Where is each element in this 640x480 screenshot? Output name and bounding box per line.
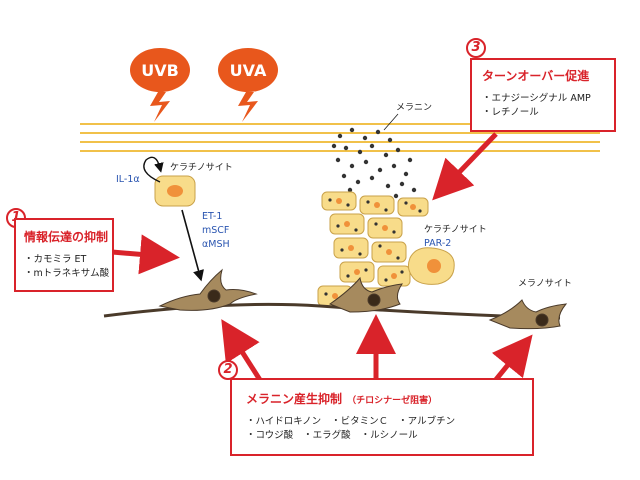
box3-turnover-promotion: ターンオーバー促進 ・エナジーシグナル AMP ・レチノール — [470, 58, 616, 132]
melanocyte-center — [328, 276, 404, 313]
box1-item: ・カモミラ ET — [24, 254, 87, 265]
il1a-label: IL-1α — [116, 174, 140, 185]
box1-info-inhibition: 情報伝達の抑制 ・カモミラ ET ・mトラネキサム酸 — [14, 218, 114, 292]
et1-label: ET-1 — [202, 211, 222, 222]
melanin-label: メラニン — [396, 102, 432, 113]
keratinocyte-right-label: ケラチノサイト — [424, 224, 487, 235]
uva-icon — [218, 48, 278, 122]
uvb-icon — [130, 48, 190, 122]
melanin-pointer — [383, 113, 399, 131]
box3-number-badge: 3 — [466, 38, 486, 58]
uvb-label: UVB — [141, 61, 179, 80]
melanocyte-left — [158, 268, 258, 311]
keratinocyte-left — [154, 175, 196, 207]
box1-item: ・mトラネキサム酸 — [24, 268, 110, 279]
melanocyte-right — [488, 299, 568, 330]
keratinocyte-nuclei — [332, 198, 416, 299]
box2-title: メラニン産生抑制 — [246, 392, 343, 406]
box2-item: ・ビタミンＣ — [331, 416, 389, 427]
melanocyte-label: メラノサイト — [518, 278, 572, 289]
box2-item: ・アルブチン — [398, 416, 456, 427]
keratinocyte-left-label: ケラチノサイト — [170, 162, 233, 173]
box3-item: ・レチノール — [482, 107, 539, 118]
box1-title: 情報伝達の抑制 — [24, 230, 109, 244]
box2-item: ・ハイドロキノン — [246, 416, 322, 427]
amsh-label: αMSH — [202, 239, 230, 250]
mscf-label: mSCF — [202, 225, 229, 236]
red-arrows — [111, 132, 533, 384]
box2-item: ・エラグ酸 — [303, 430, 351, 441]
box2-number-badge: 2 — [218, 360, 238, 380]
keratinocyte-right — [407, 247, 455, 285]
box2-item: ・コウジ酸 — [246, 430, 294, 441]
box2-melanin-production-inhibition: メラニン産生抑制 （チロシナーゼ阻害） ・ハイドロキノン ・ビタミンＣ ・アルブ… — [230, 378, 534, 456]
melanin-granules — [331, 127, 417, 199]
il1a-loop-arrow — [143, 156, 164, 183]
box3-title: ターンオーバー促進 — [482, 69, 590, 83]
signal-arrow — [181, 209, 204, 282]
box2-item: ・ルシノール — [360, 430, 418, 441]
uva-label: UVA — [230, 61, 267, 80]
box3-item: ・エナジーシグナル AMP — [482, 93, 591, 104]
par2-label: PAR-2 — [424, 238, 451, 249]
box2-subtitle: （チロシナーゼ阻害） — [347, 396, 438, 406]
